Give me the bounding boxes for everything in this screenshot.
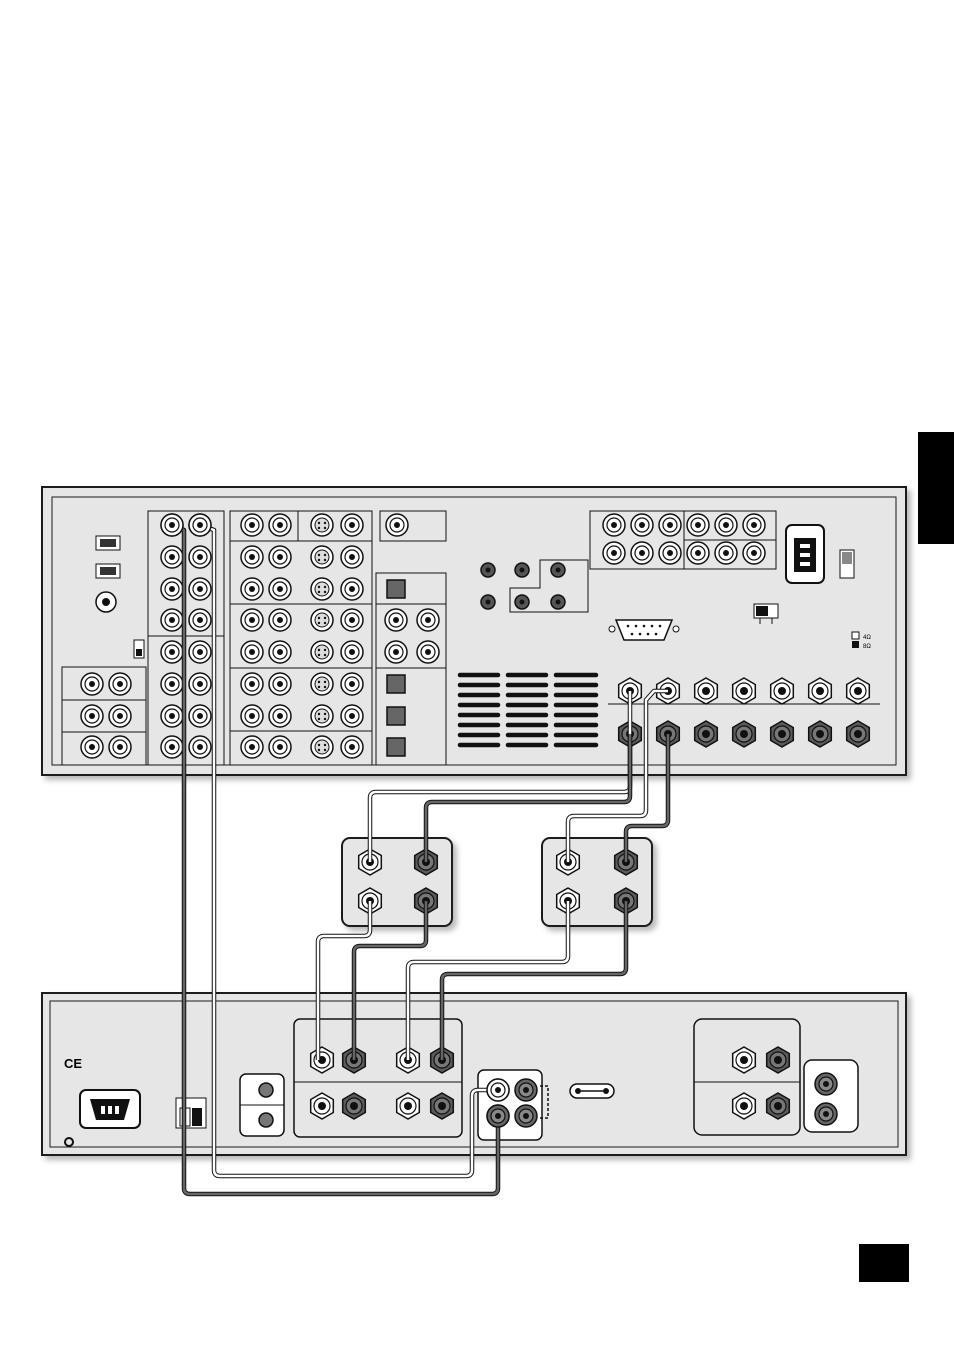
section-tab — [918, 432, 954, 544]
ce-mark: CE — [64, 1056, 82, 1071]
power-inlet-icon — [80, 1090, 140, 1128]
right-speaker — [542, 838, 652, 926]
page-number-box — [859, 1244, 909, 1282]
impedance-4ohm-label: 4Ω — [863, 635, 871, 641]
impedance-8ohm-label: 8Ω — [863, 644, 871, 650]
left-speaker — [342, 838, 452, 926]
